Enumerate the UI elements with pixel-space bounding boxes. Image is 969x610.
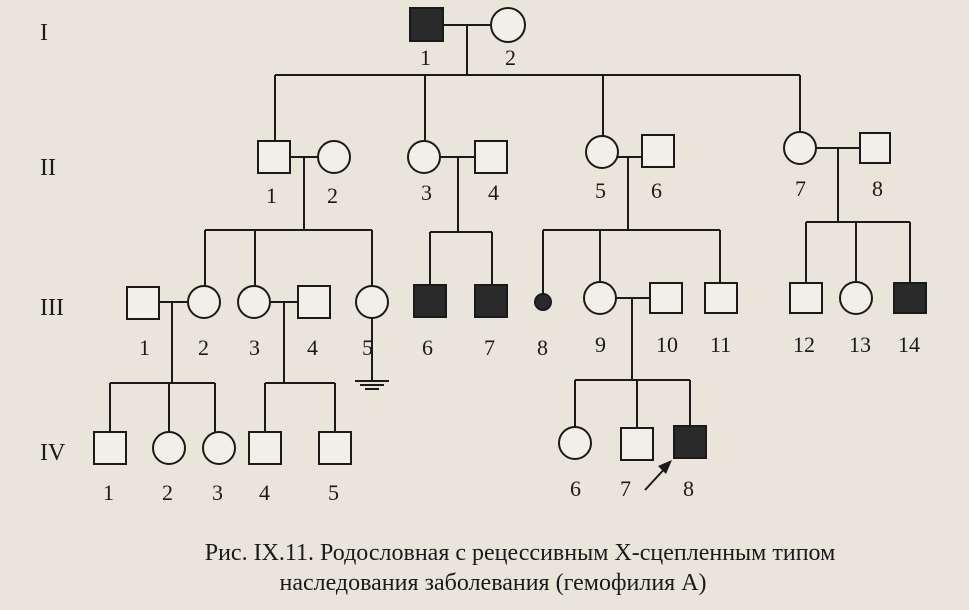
num-iii-5: 5: [362, 335, 373, 360]
individual-ii-4: [474, 140, 508, 174]
individual-iv-5: [318, 431, 352, 465]
individual-ii-2: [317, 140, 351, 174]
generation-label-i: I: [40, 20, 48, 46]
num-ii-7: 7: [795, 176, 806, 201]
num-i-1: 1: [420, 45, 431, 70]
individual-iii-6: [413, 284, 447, 318]
generation-label-ii: II: [40, 155, 56, 181]
individual-iv-6: [558, 426, 592, 460]
individual-ii-6: [641, 134, 675, 168]
num-iii-9: 9: [595, 332, 606, 357]
individual-i-1: [409, 7, 444, 42]
individual-iii-11: [704, 282, 738, 314]
pedigree-lines: [109, 24, 911, 491]
individual-iv-8-proband: [673, 425, 707, 459]
num-iii-11: 11: [710, 332, 731, 357]
individual-iii-4: [297, 285, 331, 319]
individual-iii-10: [649, 282, 683, 314]
caption-line-1: Рис. IX.11. Родословная с рецессивным Х-…: [205, 540, 836, 566]
num-ii-4: 4: [488, 180, 499, 205]
individual-iii-8: [534, 293, 552, 311]
individual-i-2: [490, 7, 526, 43]
individual-iii-2: [187, 285, 221, 319]
caption-line-2: наследования заболевания (гемофилия А): [279, 570, 706, 596]
num-iv-5: 5: [328, 480, 339, 505]
individual-iii-13: [839, 281, 873, 315]
individual-iii-3: [237, 285, 271, 319]
individual-iii-14: [893, 282, 927, 314]
num-iii-4: 4: [307, 335, 318, 360]
num-iv-1: 1: [103, 480, 114, 505]
individual-iv-1: [93, 431, 127, 465]
num-ii-8: 8: [872, 176, 883, 201]
generation-label-iv: IV: [40, 440, 66, 466]
num-iii-2: 2: [198, 335, 209, 360]
num-ii-3: 3: [421, 180, 432, 205]
individual-ii-1: [257, 140, 291, 174]
individual-iii-1: [126, 286, 160, 320]
num-iii-3: 3: [249, 335, 260, 360]
individual-numbers: 1 2 1 2 3 4 5 6 7 8 1 2 3 4 5 6 7 8 9 10…: [103, 45, 920, 505]
num-iii-14: 14: [898, 332, 920, 357]
individual-iii-7: [474, 284, 508, 318]
individual-iii-5: [355, 285, 389, 319]
num-iii-1: 1: [139, 335, 150, 360]
individual-ii-5: [585, 135, 619, 169]
num-ii-2: 2: [327, 183, 338, 208]
num-ii-1: 1: [266, 183, 277, 208]
num-iv-7: 7: [620, 476, 631, 501]
num-ii-6: 6: [651, 178, 662, 203]
individual-iv-3: [202, 431, 236, 465]
num-iii-6: 6: [422, 335, 433, 360]
num-iii-8: 8: [537, 335, 548, 360]
num-iv-2: 2: [162, 480, 173, 505]
individual-ii-8: [859, 132, 891, 164]
num-iii-7: 7: [484, 335, 495, 360]
num-i-2: 2: [505, 45, 516, 70]
num-iii-10: 10: [656, 332, 678, 357]
num-iv-6: 6: [570, 476, 581, 501]
generation-label-iii: III: [40, 295, 64, 321]
num-iv-4: 4: [259, 480, 270, 505]
individual-iii-12: [789, 282, 823, 314]
individual-iv-4: [248, 431, 282, 465]
num-iii-12: 12: [793, 332, 815, 357]
individual-iv-2: [152, 431, 186, 465]
individual-iv-7: [620, 427, 654, 461]
num-iv-8: 8: [683, 476, 694, 501]
individual-ii-7: [783, 131, 817, 165]
num-ii-5: 5: [595, 178, 606, 203]
individual-ii-3: [407, 140, 441, 174]
num-iv-3: 3: [212, 480, 223, 505]
individual-iii-9: [583, 281, 617, 315]
num-iii-13: 13: [849, 332, 871, 357]
